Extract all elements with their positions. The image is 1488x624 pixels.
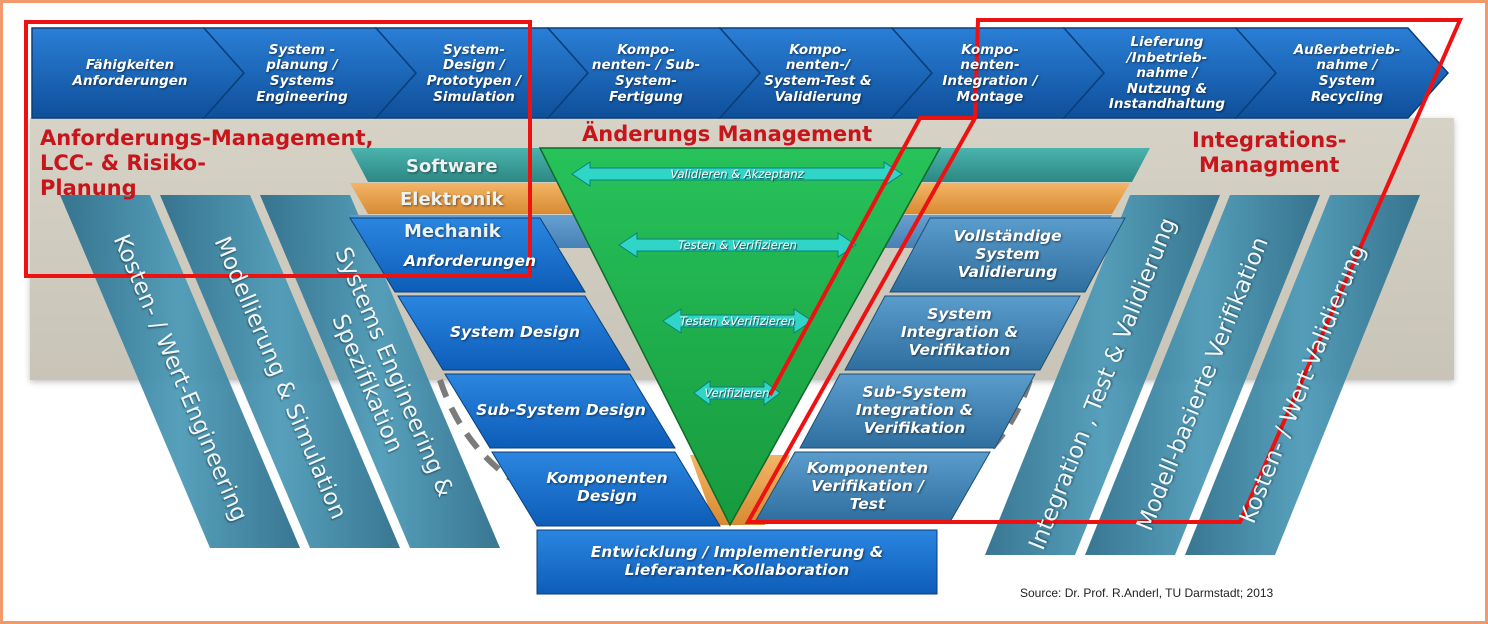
- arrow-label-4: Verifizieren: [704, 386, 770, 400]
- left-step-shape-4: [491, 451, 721, 527]
- phase-label-1: Fähigkeiten Anforderungen: [72, 57, 188, 89]
- left-step-label-4: Komponenten Design: [546, 469, 668, 505]
- arrow-label-3: Testen &Verifizieren: [679, 314, 796, 328]
- right-step-label-4: Komponenten Verifikation / Test: [806, 459, 929, 513]
- heading-left: Anforderungs-Management, LCC- & Risiko- …: [40, 126, 374, 201]
- phase-label-3: System- Design / Prototypen / Simulation: [426, 41, 522, 105]
- bottom-step-label: Entwicklung / Implementierung & Lieferan…: [590, 543, 884, 579]
- layer-label-elektronik: Elektronik: [400, 189, 504, 210]
- arrow-label-1: Validieren & Akzeptanz: [670, 167, 804, 181]
- phase-label-6: Kompo- nenten- Integration / Montage: [942, 41, 1038, 105]
- phase-label-8: Außerbetrieb- nahme / System Recycling: [1293, 41, 1401, 105]
- layer-label-software: Software: [406, 156, 498, 177]
- diagonal-band-left-1: [60, 195, 300, 548]
- phase-label-5: Kompo- nenten-/ System-Test & Validierun…: [764, 41, 872, 105]
- bottom-step-shape: [536, 529, 938, 595]
- heading-right: Integrations- Managment: [1192, 128, 1347, 178]
- phase-label-4: Kompo- nenten- / Sub- System- Fertigung: [591, 41, 701, 105]
- right-step-label-3: Sub-System Integration & Verifikation: [855, 383, 974, 437]
- left-step-label-3: Sub-System Design: [476, 401, 646, 420]
- arrow-label-2: Testen & Verifizieren: [678, 238, 797, 252]
- left-step-shape-2: [397, 295, 631, 371]
- left-step-label-2: System Design: [449, 323, 580, 342]
- right-step-label-2: System Integration & Verifikation: [900, 305, 1019, 359]
- layer-label-mechanik: Mechanik: [404, 221, 501, 242]
- source-caption: Source: Dr. Prof. R.Anderl, TU Darmstadt…: [1020, 586, 1274, 600]
- left-step-shape-3: [444, 373, 676, 449]
- left-highlight-box: [24, 20, 532, 278]
- right-step-label-1: Vollständige System Validierung: [953, 227, 1062, 281]
- phase-label-7: Lieferung /Inbetrieb- nahme / Nutzung & …: [1108, 34, 1226, 113]
- left-step-label-1: Anforderungen: [403, 252, 537, 271]
- left-step-shape-1: [349, 217, 586, 293]
- diagonal-band-left-3: [260, 195, 500, 548]
- phase-label-2: System - planung / Systems Engineering: [256, 41, 348, 105]
- diagonal-band-left-2: [160, 195, 400, 548]
- heading-center: Änderungs Management: [582, 122, 873, 146]
